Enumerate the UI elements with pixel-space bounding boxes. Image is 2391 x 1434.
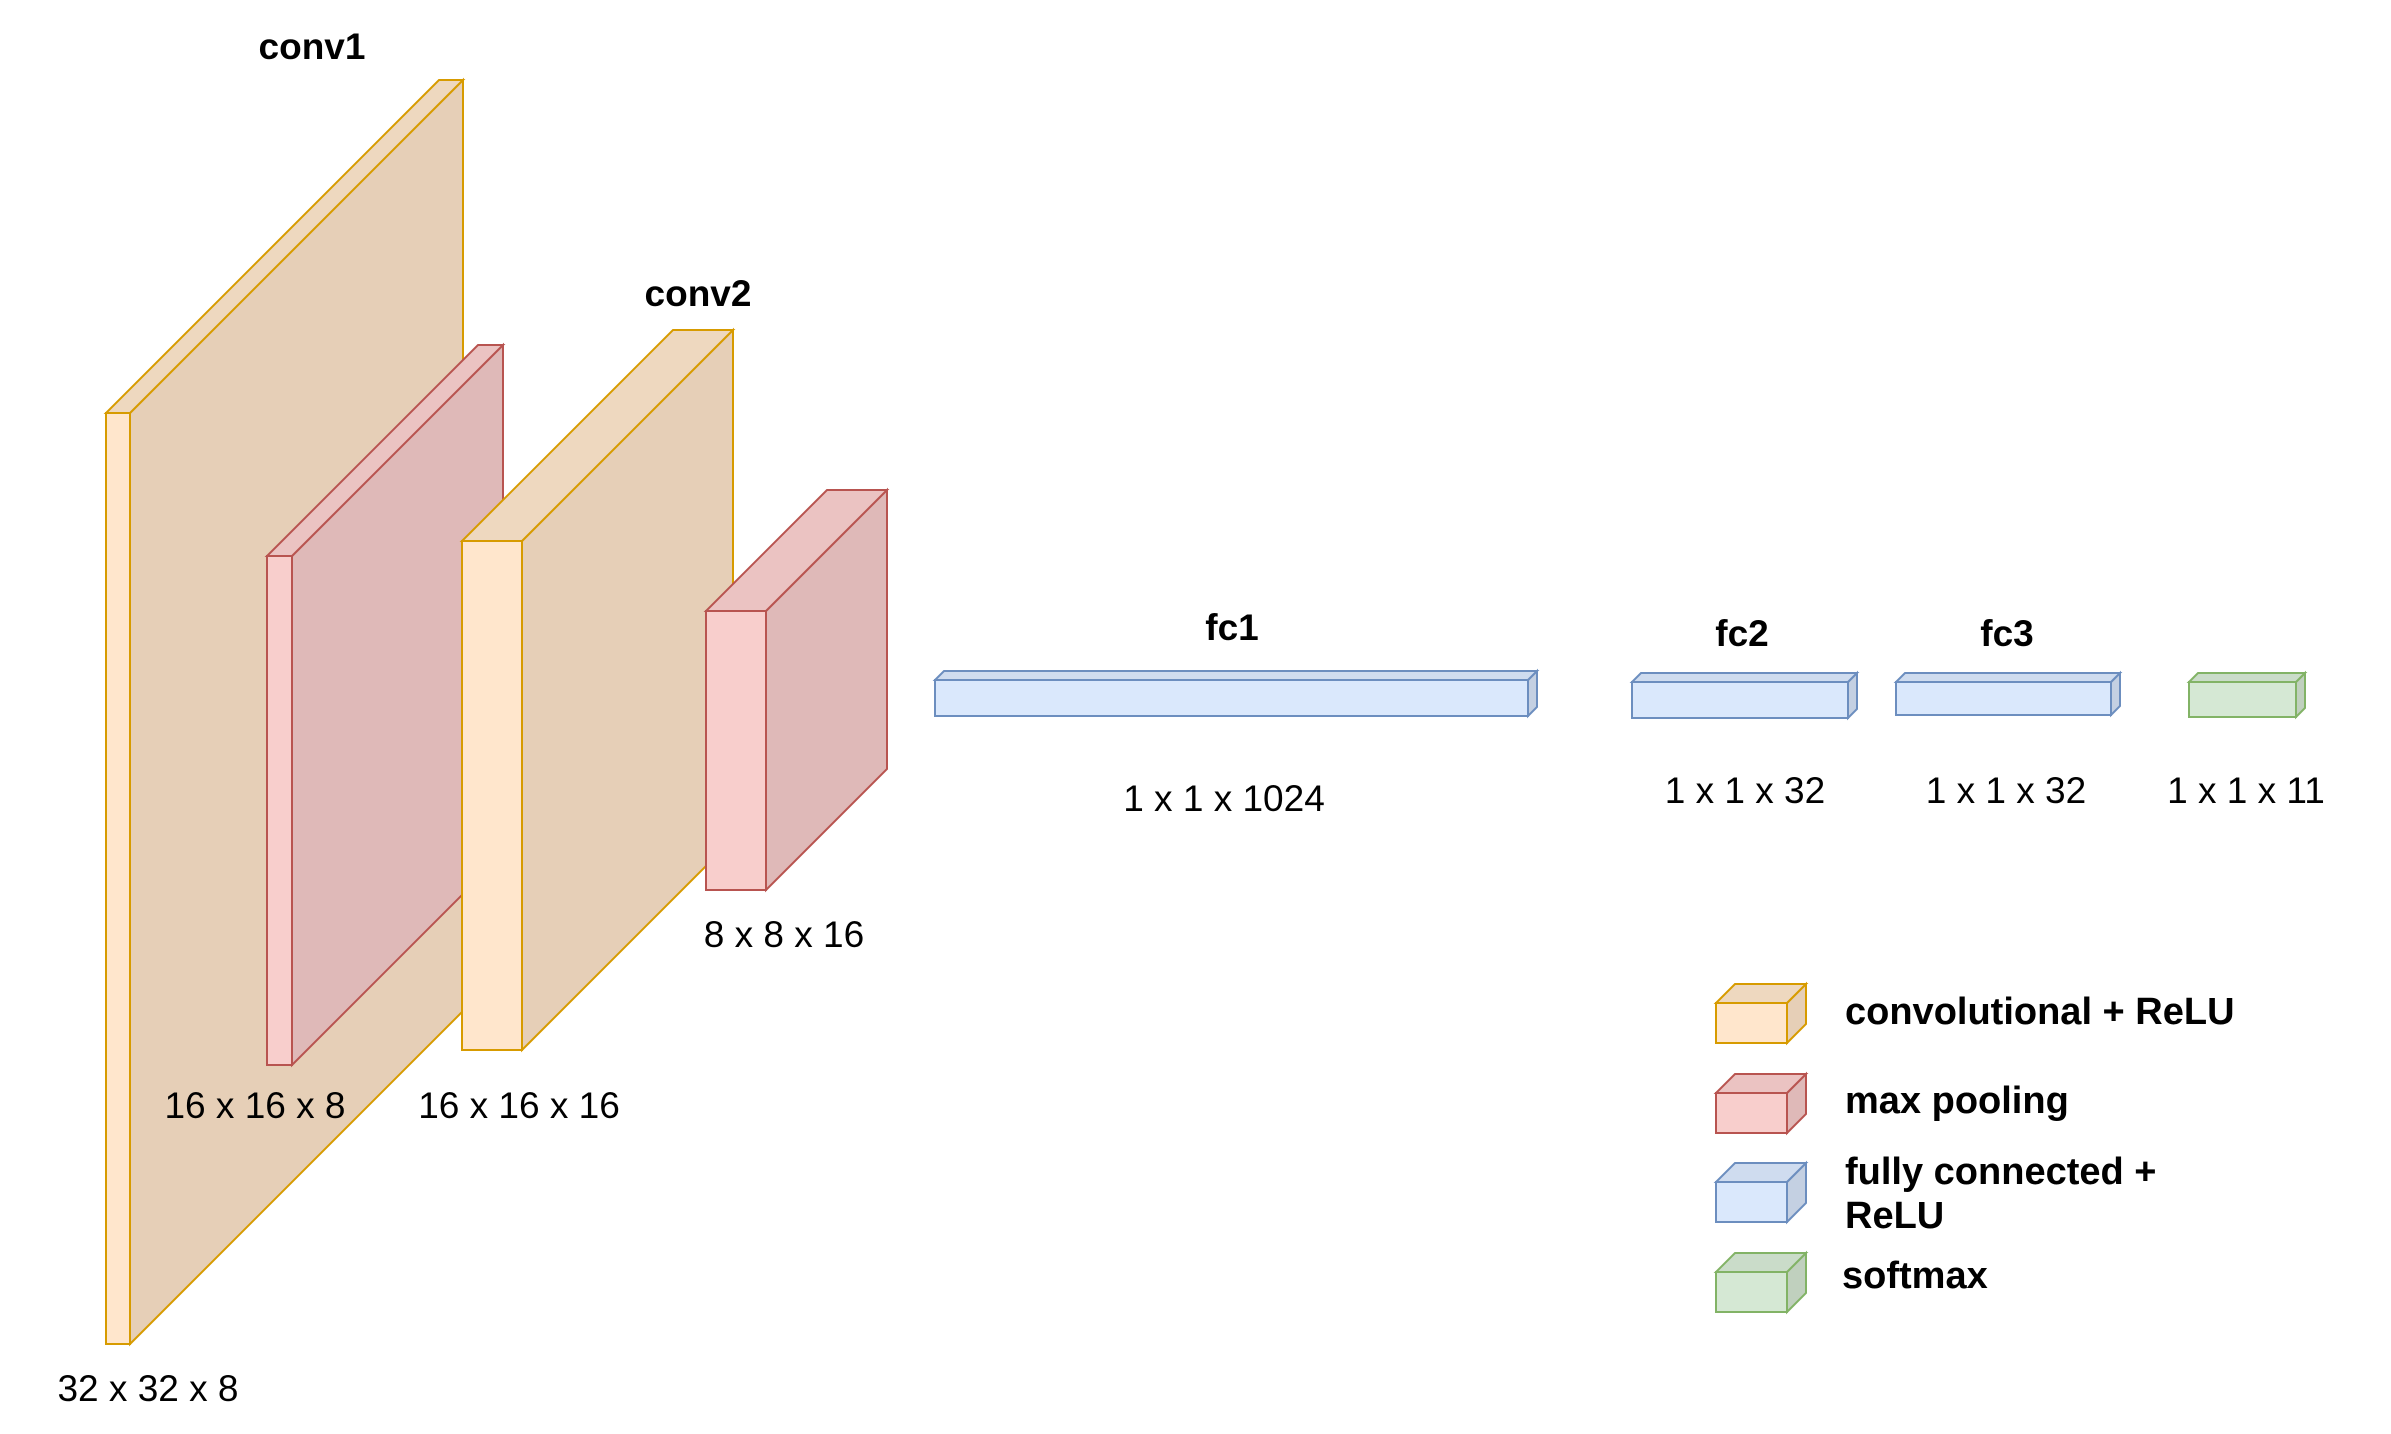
fc1-block-top xyxy=(932,670,1540,681)
legend-fc-swatch-front xyxy=(1715,1181,1788,1223)
legend-pool-label: max pooling xyxy=(1845,1080,2069,1122)
conv2-block-side xyxy=(521,327,734,1053)
fc2-dims: 1 x 1 x 32 xyxy=(1665,770,1825,811)
conv1-dims: 32 x 32 x 8 xyxy=(57,1368,238,1409)
fc2-block-front xyxy=(1631,681,1849,719)
legend: convolutional + ReLU max pooling fully c… xyxy=(1713,981,2235,1315)
legend-softmax-label: softmax xyxy=(1842,1255,1988,1297)
conv2-block-front xyxy=(461,540,523,1051)
fc2-block-top xyxy=(1629,672,1860,683)
conv2-dims: 16 x 16 x 16 xyxy=(418,1085,620,1126)
fc3-label: fc3 xyxy=(1980,613,2033,654)
legend-softmax-swatch-front xyxy=(1715,1271,1788,1313)
legend-conv-label: convolutional + ReLU xyxy=(1845,991,2235,1033)
legend-pool-swatch xyxy=(1713,1071,1809,1136)
conv1-label: conv1 xyxy=(259,26,366,67)
legend-fc-label-line2: ReLU xyxy=(1845,1195,1944,1237)
legend-fc-swatch xyxy=(1713,1160,1809,1225)
softmax-block-top xyxy=(2186,672,2308,683)
fc3-dims: 1 x 1 x 32 xyxy=(1926,770,2086,811)
softmax-block xyxy=(2186,670,2308,720)
pool1-dims: 16 x 16 x 8 xyxy=(164,1085,345,1126)
conv1-block-front xyxy=(105,412,131,1345)
legend-fc-label-line1: fully connected + xyxy=(1845,1151,2156,1193)
fc3-block-top xyxy=(1893,672,2123,683)
fc1-dims: 1 x 1 x 1024 xyxy=(1123,778,1325,819)
conv2-label: conv2 xyxy=(645,273,752,314)
legend-conv-swatch-front xyxy=(1715,1002,1788,1044)
pool2-block-front xyxy=(705,610,767,891)
fc2-block xyxy=(1629,670,1860,721)
fc3-block xyxy=(1893,670,2123,718)
legend-conv-swatch xyxy=(1713,981,1809,1046)
pool1-block xyxy=(264,342,506,1068)
softmax-dims: 1 x 1 x 11 xyxy=(2167,770,2325,811)
fc1-block xyxy=(932,668,1540,719)
softmax-block-front xyxy=(2188,681,2297,718)
legend-pool-swatch-front xyxy=(1715,1092,1788,1134)
fc3-block-front xyxy=(1895,681,2112,716)
pool2-dims: 8 x 8 x 16 xyxy=(704,914,864,955)
conv2-block xyxy=(459,327,736,1053)
pool2-block xyxy=(703,487,890,893)
legend-softmax-swatch xyxy=(1713,1250,1809,1315)
fc1-block-front xyxy=(934,679,1529,717)
fc1-label: fc1 xyxy=(1205,607,1258,648)
pool1-block-front xyxy=(266,555,293,1066)
fc2-label: fc2 xyxy=(1715,613,1768,654)
